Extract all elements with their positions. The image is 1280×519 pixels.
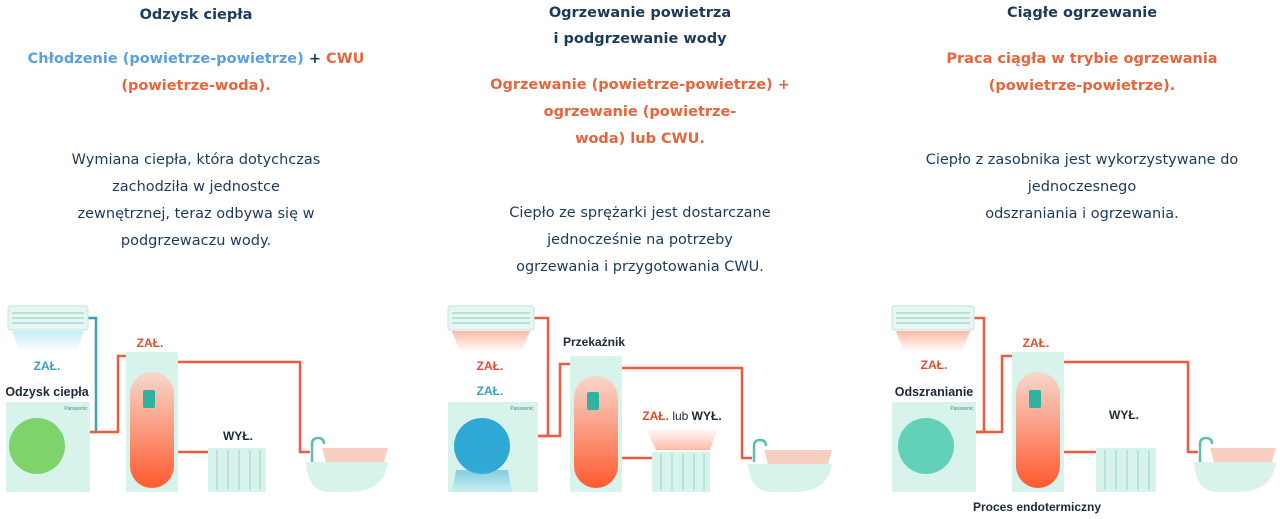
tank-display-icon [587, 392, 599, 410]
panel-description: Ciepło ze sprężarki jest dostarczane jed… [430, 200, 850, 281]
heat-recovery-diagram: ZAŁ. Odzysk ciepła Panasonic ZAŁ. WYŁ. [5, 305, 388, 492]
desc-line: zachodziła w jednostce [112, 179, 280, 195]
radiator-join: lub [669, 409, 692, 423]
radiator-icon [652, 452, 710, 492]
continuous-heating-diagram: ZAŁ. Odszranianie Panasonic ZAŁ. WYŁ. [891, 305, 1276, 514]
water-tank [126, 352, 178, 492]
mode-part-cooling: Chłodzenie (powietrze-powietrze) [27, 51, 304, 67]
water-tank [1012, 352, 1064, 492]
tank-state-label: ZAŁ. [137, 336, 164, 350]
panel-title: Ciągłe ogrzewanie [1006, 5, 1158, 21]
radiator-on-label: ZAŁ. [642, 409, 669, 423]
desc-line: Ciepło z zasobnika jest wykorzystywane d… [925, 152, 1239, 168]
outdoor-unit: Panasonic [892, 402, 976, 492]
panel-description: Ciepło z zasobnika jest wykorzystywane d… [884, 147, 1280, 228]
mode-line: Praca ciągła w trybie ogrzewania [946, 51, 1218, 67]
outdoor-state-label: ZAŁ. [477, 384, 504, 398]
tank-display-icon [143, 390, 155, 408]
desc-line: Wymiana ciepła, która dotychczas [71, 152, 321, 168]
brand-logo: Panasonic [64, 406, 88, 412]
panel-air-and-water-heating: Ogrzewanie powietrza i podgrzewanie wody… [430, 0, 850, 519]
mode-description: Ogrzewanie (powietrze-powietrze) + ogrze… [430, 72, 850, 153]
outdoor-caption: Odszranianie [895, 385, 974, 399]
desc-line: ogrzewania i przygotowania CWU. [516, 259, 764, 275]
pipe-to-bath [622, 366, 752, 460]
radiator-state-label: WYŁ. [1109, 408, 1139, 422]
mode-line: Ogrzewanie (powietrze-powietrze) + [490, 77, 790, 93]
brand-logo: Panasonic [950, 406, 974, 412]
mode-line: ogrzewanie (powietrze- [543, 104, 737, 120]
brand-logo: Panasonic [510, 406, 534, 412]
radiator-icon [208, 448, 266, 492]
indoor-state-label: ZAŁ. [921, 358, 948, 372]
relay-label: Przekaźnik [563, 335, 625, 349]
panel-title-line-2: i podgrzewanie wody [553, 31, 727, 47]
outdoor-unit: Panasonic [448, 402, 538, 492]
bathtub-icon [306, 436, 388, 492]
desc-line: podgrzewaczu wody. [120, 233, 272, 249]
radiator-off-label: WYŁ. [692, 409, 722, 423]
panel-description: Wymiana ciepła, która dotychczas zachodz… [0, 147, 392, 255]
radiator-icon [1096, 448, 1156, 492]
bathtub-icon [1194, 436, 1276, 492]
pipe-to-tank [538, 362, 570, 438]
mode-line-2: (powietrze-woda). [121, 78, 271, 94]
tank-state-label: ZAŁ. [1023, 336, 1050, 350]
indoor-unit [7, 305, 89, 352]
pipe-to-bath [178, 360, 310, 454]
fan-icon [898, 418, 954, 474]
panel-title-line-1: Ogrzewanie powietrza [548, 5, 732, 21]
mode-description: Praca ciągła w trybie ogrzewania (powiet… [884, 46, 1280, 100]
panel-heat-recovery: Odzysk ciepła Chłodzenie (powietrze-powi… [0, 0, 392, 519]
indoor-unit [891, 305, 975, 352]
indoor-state-label: ZAŁ. [34, 359, 61, 373]
desc-line: Ciepło ze sprężarki jest dostarczane [509, 205, 771, 221]
footer-label: Proces endotermiczny [973, 500, 1101, 514]
mode-description: Chłodzenie (powietrze-powietrze) + CWU [0, 46, 392, 73]
radiator-state-label: WYŁ. [223, 429, 253, 443]
mode-line: (powietrze-powietrze). [988, 78, 1176, 94]
pipe-to-tank [90, 354, 126, 434]
desc-line: jednocześnie na potrzeby [547, 232, 733, 248]
indoor-state-label: ZAŁ. [477, 359, 504, 373]
radiator-heat-glow [646, 428, 718, 450]
radiator-state-label: ZAŁ. lub WYŁ. [642, 409, 721, 423]
mode-part-dhw: CWU [326, 51, 365, 67]
outdoor-caption: Odzysk ciepła [5, 385, 89, 399]
desc-line: zewnętrznej, teraz odbywa się w [77, 206, 315, 222]
panel-title: Odzysk ciepła [139, 7, 253, 23]
outdoor-unit: Panasonic [6, 402, 90, 492]
pipe-to-tank [976, 354, 1012, 434]
mode-join: + [303, 51, 327, 67]
desc-line: jednoczesnego [1027, 179, 1137, 195]
panel-continuous-heating: Ciągłe ogrzewanie Praca ciągła w trybie … [884, 0, 1280, 519]
mode-line: woda) lub CWU. [575, 131, 705, 147]
tank-display-icon [1029, 390, 1041, 408]
indoor-unit [447, 305, 535, 352]
fan-icon [454, 418, 510, 474]
pipe-to-bath [1064, 360, 1198, 454]
desc-line: odszraniania i ogrzewania. [985, 206, 1179, 222]
air-water-heating-diagram: ZAŁ. ZAŁ. Panasonic Przekaźnik ZAŁ. lub … [447, 305, 832, 492]
bathtub-icon [748, 438, 832, 492]
fan-icon [9, 418, 65, 474]
water-tank [570, 356, 622, 492]
